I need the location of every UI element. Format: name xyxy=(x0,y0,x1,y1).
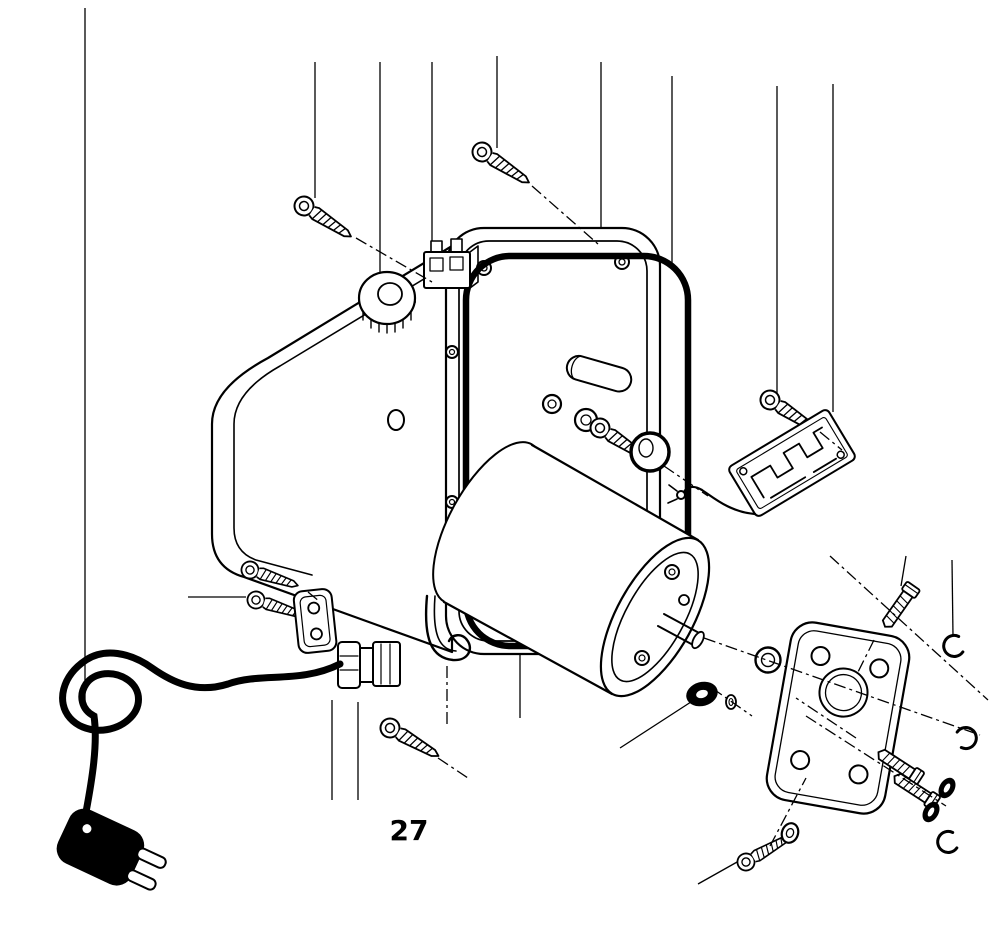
washer xyxy=(780,822,800,844)
inner-tube xyxy=(565,354,633,393)
alignment-lines xyxy=(307,185,989,847)
mounting-screw-bottom xyxy=(376,714,445,766)
plug-pin xyxy=(136,847,167,869)
terminal-connector xyxy=(423,238,479,289)
retaining-c-ring-bottom xyxy=(933,828,959,857)
retaining-c-ring-top xyxy=(939,632,965,661)
drive-cap xyxy=(629,431,671,473)
mounting-screw-top-left xyxy=(289,191,358,246)
retaining-c-ring-mid xyxy=(955,723,981,752)
housing xyxy=(210,244,454,654)
circuit-board xyxy=(728,409,856,517)
electric-motor xyxy=(432,441,711,698)
motor-shaft xyxy=(657,613,705,650)
power-cord xyxy=(59,649,344,816)
control-knob xyxy=(357,270,417,334)
mounting-screw-top-center xyxy=(467,137,536,192)
callout-label: 27 xyxy=(390,814,429,847)
hook-clamp xyxy=(424,594,472,662)
plug-dot xyxy=(82,824,92,834)
housing-hole xyxy=(387,409,405,431)
end-plate xyxy=(765,621,911,815)
o-rings xyxy=(922,777,956,823)
cable-gland xyxy=(337,641,401,689)
plug-pin xyxy=(126,869,157,891)
motor-face-studs xyxy=(634,564,690,666)
board-traces xyxy=(750,426,824,499)
power-plug xyxy=(56,808,167,891)
board-wire xyxy=(667,484,757,516)
rubber-grommet xyxy=(686,681,718,707)
